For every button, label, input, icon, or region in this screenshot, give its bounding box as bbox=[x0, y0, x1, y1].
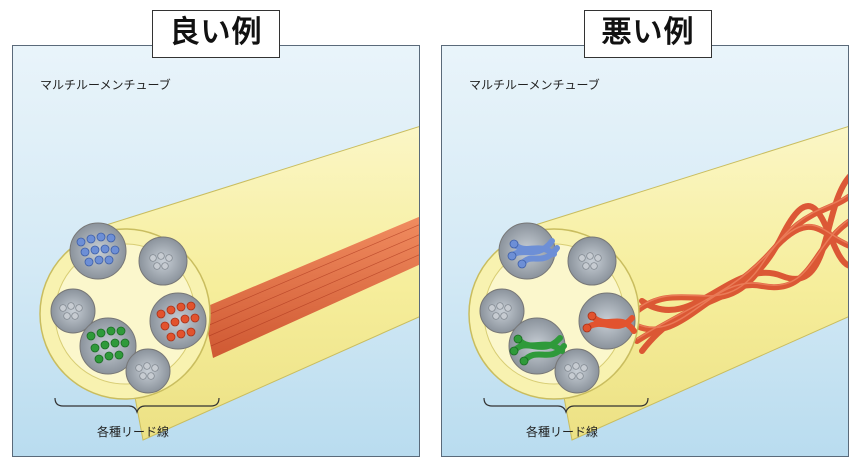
bad-tube-illustration bbox=[468, 126, 848, 441]
red-wires bbox=[584, 313, 637, 334]
gray-wires bbox=[59, 252, 173, 380]
green-wires bbox=[86, 326, 130, 364]
tube-label: マルチルーメンチューブ bbox=[469, 78, 600, 92]
wire-bracket bbox=[483, 397, 649, 414]
blue-wires bbox=[76, 232, 120, 267]
wire-label: 各種リード線 bbox=[526, 425, 599, 439]
gray-wires bbox=[488, 252, 602, 380]
bad-example-panel: マルチルーメンチューブ 各種リード線 bbox=[441, 45, 849, 457]
good-example-panel: マルチルーメンチューブ 各種リード線 bbox=[12, 45, 420, 457]
wire-label: 各種リード線 bbox=[97, 425, 170, 439]
red-wires bbox=[156, 301, 200, 342]
good-tube-illustration bbox=[39, 126, 419, 441]
green-wires bbox=[511, 335, 567, 364]
tube-label: マルチルーメンチューブ bbox=[40, 78, 171, 92]
wire-bracket bbox=[54, 397, 220, 414]
red-bundle-straight bbox=[203, 216, 419, 358]
bad-example-title: 悪い例 bbox=[584, 10, 712, 58]
red-bundle-twisted bbox=[634, 173, 848, 354]
good-example-title: 良い例 bbox=[152, 10, 280, 58]
